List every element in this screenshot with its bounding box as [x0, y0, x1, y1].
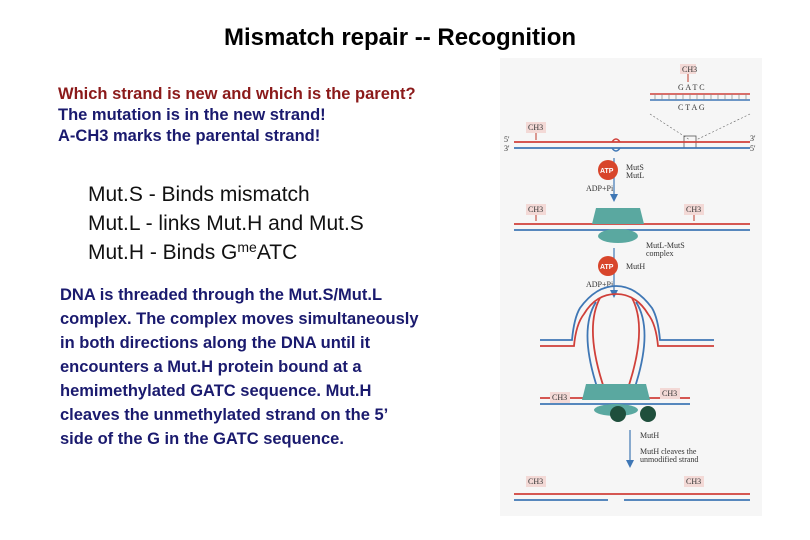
- svg-text:CH3: CH3: [682, 65, 697, 74]
- def-muts: Mut.S - Binds mismatch: [88, 183, 310, 206]
- atp-step-1: ATP ADP+Pi MutS MutL: [586, 158, 644, 202]
- svg-text:ATP: ATP: [600, 168, 614, 175]
- svg-text:3': 3': [750, 134, 756, 143]
- svg-text:CH3: CH3: [528, 123, 543, 132]
- svg-text:CH3: CH3: [662, 389, 677, 398]
- svg-text:CH3: CH3: [528, 205, 543, 214]
- protein-definitions: Mut.S - Binds mismatch Mut.L - links Mut…: [88, 180, 364, 267]
- svg-text:3': 3': [504, 144, 510, 153]
- svg-text:MutH: MutH: [640, 431, 659, 440]
- slide-title: Mismatch repair -- Recognition: [223, 24, 577, 51]
- svg-text:CH3: CH3: [528, 477, 543, 486]
- panel-muts-mutl: CH3 CH3 MutL-MutS complex: [514, 204, 750, 258]
- svg-text:complex: complex: [646, 249, 674, 258]
- svg-text:MutL-MutS: MutL-MutS: [646, 241, 685, 250]
- def-muth: Mut.H - Binds GmeATC: [88, 239, 298, 264]
- svg-text:ADP+Pi: ADP+Pi: [586, 184, 614, 193]
- svg-text:MutH cleaves the: MutH cleaves the: [640, 447, 697, 456]
- svg-text:MutH: MutH: [626, 262, 645, 271]
- svg-text:5': 5': [504, 135, 510, 144]
- svg-text:CH3: CH3: [552, 393, 567, 402]
- strand-question-block: Which strand is new and which is the par…: [58, 84, 416, 147]
- svg-text:MutL: MutL: [626, 171, 644, 180]
- panel-dna-loop: CH3 CH3: [540, 285, 714, 422]
- mismatch-repair-figure: CH3 G A T C C T A G 5' 3' CH3 3' 5': [500, 58, 762, 516]
- methyl-note: A-CH3 marks the parental strand!: [58, 127, 321, 145]
- svg-text:CH3: CH3: [686, 477, 701, 486]
- svg-text:ADP+Pi: ADP+Pi: [586, 280, 614, 289]
- muth-cleavage-step: MutH MutH cleaves the unmodified strand: [626, 430, 698, 468]
- svg-text:MutS: MutS: [626, 163, 644, 172]
- strand-question: Which strand is new and which is the par…: [58, 85, 416, 103]
- def-mutl: Mut.L - links Mut.H and Mut.S: [88, 212, 364, 235]
- mechanism-paragraph: DNA is threaded through the Mut.S/Mut.L …: [60, 286, 419, 448]
- panel-cleaved-dna: CH3 CH3: [514, 476, 750, 501]
- svg-text:G A T C: G A T C: [678, 83, 705, 92]
- mutation-note: The mutation is in the new strand!: [58, 106, 326, 124]
- svg-text:5': 5': [750, 144, 756, 153]
- svg-text:C T A G: C T A G: [678, 103, 705, 112]
- svg-text:unmodified strand: unmodified strand: [640, 455, 698, 464]
- panel-dna-mismatch: 5' 3' CH3 3' 5': [504, 122, 756, 153]
- svg-text:CH3: CH3: [686, 205, 701, 214]
- svg-text:ATP: ATP: [600, 264, 614, 271]
